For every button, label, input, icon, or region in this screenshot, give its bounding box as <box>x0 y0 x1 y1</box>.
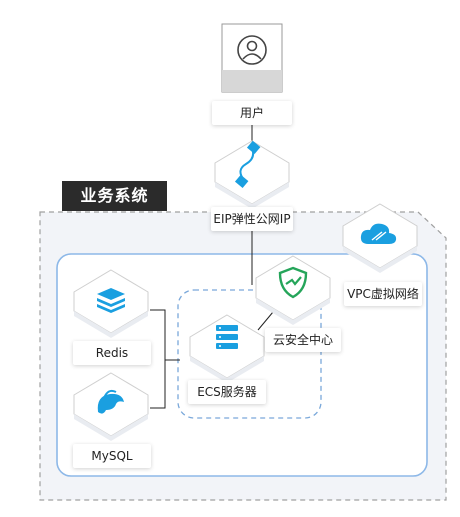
user-icon <box>237 35 267 65</box>
eip-label[interactable]: EIP弹性公网IP <box>211 207 293 231</box>
eip-node[interactable] <box>214 140 290 209</box>
redis-icon <box>97 288 125 313</box>
ecs-node[interactable] <box>189 314 265 383</box>
ecs-group-boundary <box>177 289 322 419</box>
vpc-label[interactable]: VPC虚拟网络 <box>344 282 422 306</box>
dolphin-icon <box>97 389 124 414</box>
security-node[interactable] <box>255 255 331 325</box>
business-system-title: 业务系统 <box>62 181 167 211</box>
db-bracket-connector <box>150 309 166 409</box>
vpc-node[interactable] <box>342 203 418 273</box>
mysql-label[interactable]: MySQL <box>73 444 151 468</box>
user-label[interactable]: 用户 <box>212 101 292 125</box>
user-node[interactable] <box>221 23 283 93</box>
mysql-node[interactable] <box>73 372 149 441</box>
ecs-label[interactable]: ECS服务器 <box>188 380 266 404</box>
cloud-icon <box>360 223 397 244</box>
plug-icon <box>234 140 261 189</box>
redis-label[interactable]: Redis <box>73 341 151 365</box>
shield-check-icon <box>278 266 308 299</box>
server-icon <box>216 325 238 349</box>
redis-node[interactable] <box>73 269 149 338</box>
security-label[interactable]: 云安全中心 <box>265 328 341 352</box>
